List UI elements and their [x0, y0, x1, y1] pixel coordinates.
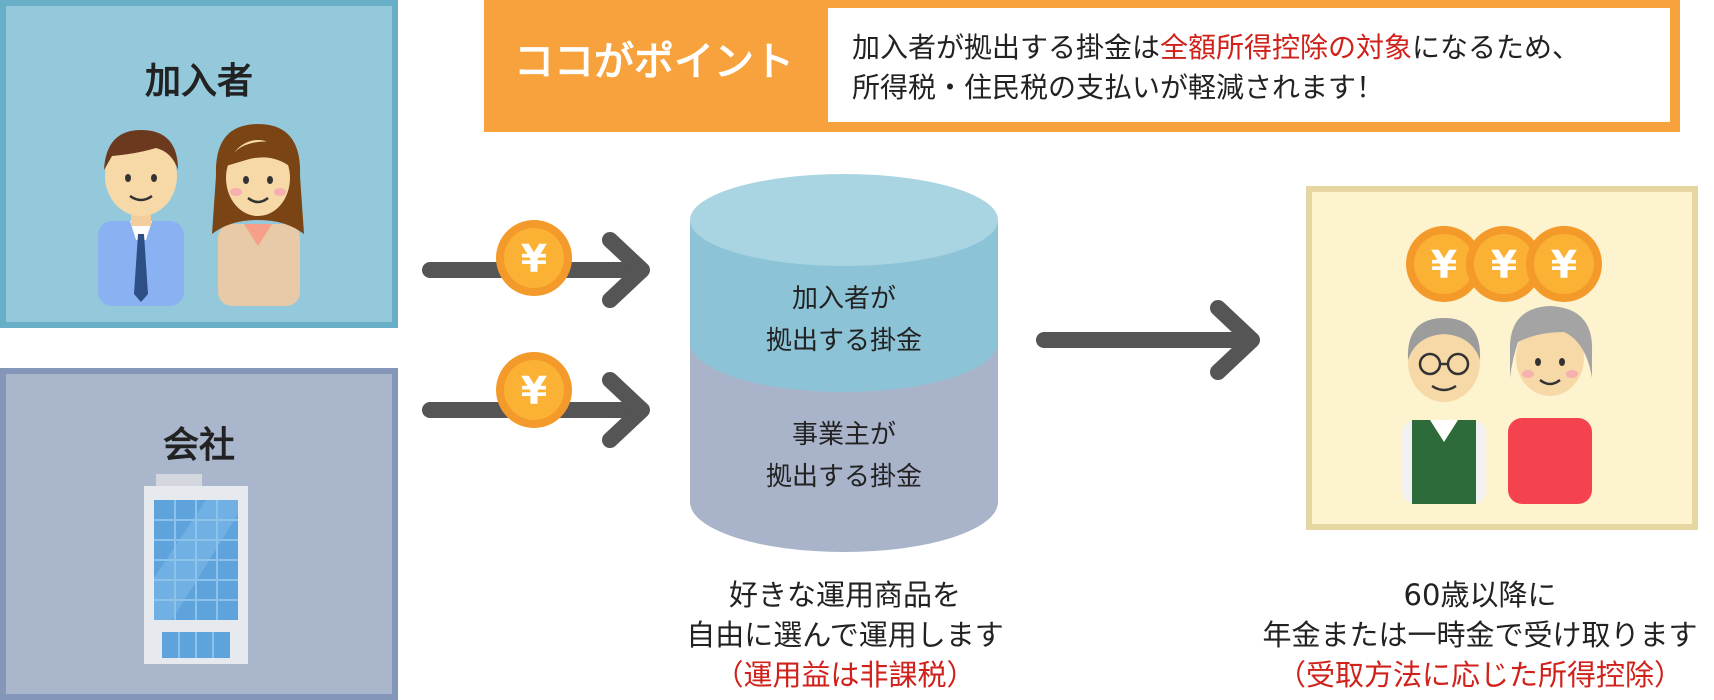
- employer-contribution-label: 事業主が 拠出する掛金: [686, 414, 1002, 498]
- center-caption-line-2: 自由に選んで運用します: [686, 618, 1004, 652]
- point-line-2: 所得税・住民税の支払いが軽減されます！: [852, 71, 1385, 104]
- point-text-2: になるため、: [1412, 31, 1581, 64]
- yen-coins-icon: ¥ ¥ ¥: [1406, 226, 1602, 302]
- retirees-illustration: ¥ ¥ ¥: [1402, 226, 1602, 504]
- point-banner: ココがポイント 加入者が拠出する掛金は全額所得控除の対象になるため、 所得税・住…: [484, 0, 1680, 132]
- payout-arrow: [1036, 300, 1260, 380]
- point-description: 加入者が拠出する掛金は全額所得控除の対象になるため、 所得税・住民税の支払いが軽…: [828, 8, 1670, 122]
- center-caption-line-1: 好きな運用商品を: [728, 578, 961, 612]
- yen-coin-icon: ¥: [496, 220, 572, 296]
- member-title: 加入者: [144, 61, 253, 102]
- point-text-1: 加入者が拠出する掛金は: [852, 31, 1161, 64]
- elderly-woman-icon: [1508, 306, 1593, 504]
- company-title: 会社: [162, 425, 235, 466]
- cylinder-bottom-line-1: 事業主が: [791, 420, 896, 450]
- building-icon: [144, 474, 248, 664]
- man-icon: [98, 130, 184, 306]
- coin-symbol-4: ¥: [1491, 243, 1517, 287]
- fund-cylinder: [690, 174, 998, 552]
- coin-symbol-2: ¥: [521, 369, 547, 413]
- cylinder-bottom-line-2: 拠出する掛金: [765, 462, 922, 492]
- right-caption-line-1: 60歳以降に: [1403, 578, 1557, 612]
- members-illustration: [98, 124, 304, 306]
- point-line-1: 加入者が拠出する掛金は全額所得控除の対象になるため、: [852, 28, 1646, 68]
- company-panel: 会社: [0, 368, 398, 700]
- coin-symbol-1: ¥: [521, 237, 547, 281]
- center-caption: 好きな運用商品を 自由に選んで運用します （運用益は非課税）: [650, 575, 1040, 695]
- right-caption-note: （受取方法に応じた所得控除）: [1276, 658, 1683, 692]
- member-panel: 加入者: [0, 0, 398, 328]
- point-label: ココがポイント: [514, 39, 794, 85]
- coin-symbol-3: ¥: [1431, 243, 1457, 287]
- right-caption-line-2: 年金または一時金で受け取ります: [1262, 618, 1698, 652]
- contribution-arrows: ¥ ¥: [422, 220, 650, 448]
- point-highlight: 全額所得控除の対象: [1160, 31, 1413, 64]
- center-caption-note: （運用益は非課税）: [714, 658, 976, 692]
- woman-icon: [212, 124, 304, 306]
- coin-symbol-5: ¥: [1551, 243, 1577, 287]
- right-caption: 60歳以降に 年金または一時金で受け取ります （受取方法に応じた所得控除）: [1250, 575, 1710, 695]
- cylinder-top-line-1: 加入者が: [791, 284, 896, 314]
- member-contribution-label: 加入者が 拠出する掛金: [686, 278, 1002, 362]
- retirement-panel: ¥ ¥ ¥: [1306, 186, 1698, 530]
- elderly-man-icon: [1402, 318, 1486, 504]
- yen-coin-icon: ¥: [496, 352, 572, 428]
- cylinder-top-line-2: 拠出する掛金: [765, 326, 922, 356]
